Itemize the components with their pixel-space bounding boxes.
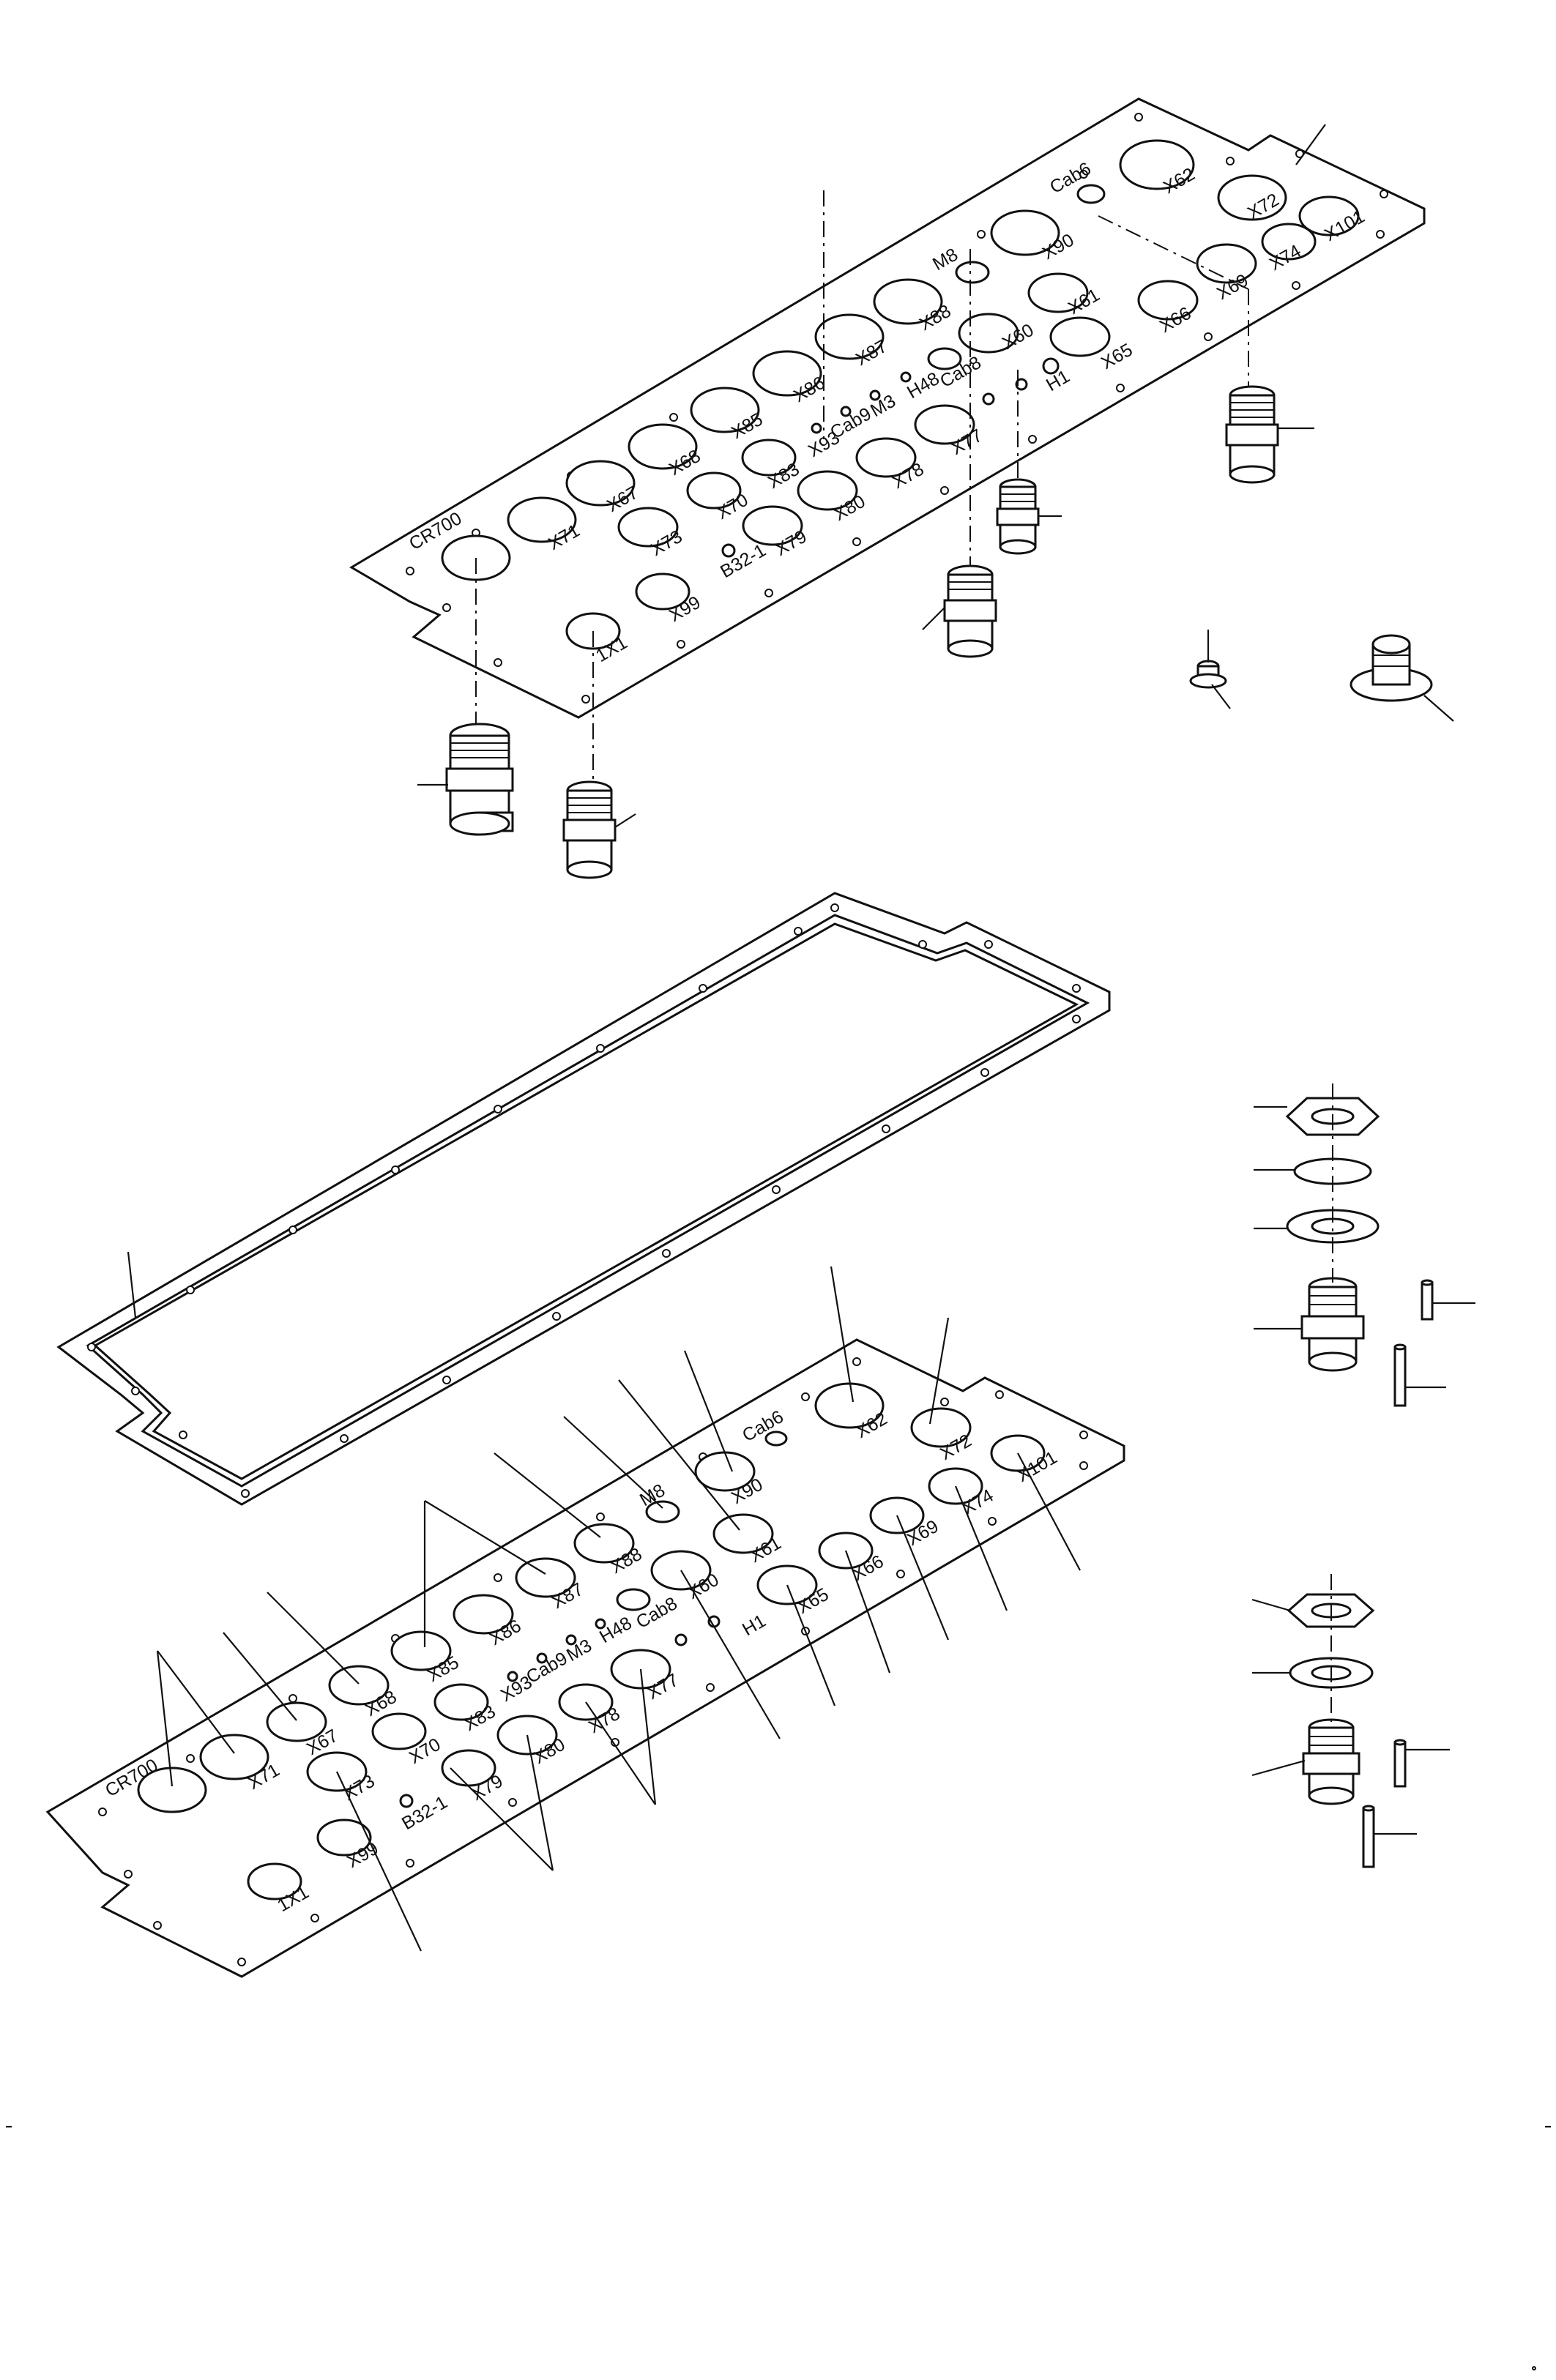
page-crop-marks <box>6 2125 1551 2370</box>
gland-fittings-top <box>445 385 1433 879</box>
pin-lower-assembly-2 <box>1362 1805 1375 1868</box>
gland-right <box>1225 385 1279 484</box>
bottom-plate-holes <box>137 1382 1046 1900</box>
leader-lines-bottom <box>156 1266 1081 1952</box>
gland-large-left <box>445 723 514 836</box>
alignment-lines-top <box>475 190 1249 783</box>
top-plate: CR700 X71 X67 X68 X85 X86 X87 X88 X90 Ca… <box>349 97 1426 719</box>
gland-body-lower <box>1302 1718 1360 1805</box>
gland-body-upper <box>1300 1277 1365 1372</box>
top-plate-outline <box>349 97 1426 719</box>
pin-lower-assembly-1 <box>1393 1739 1407 1788</box>
fitting-assembly-lower <box>1251 1574 1450 1868</box>
leader-lines-top <box>417 124 1454 828</box>
gasket-leader <box>127 1251 137 1318</box>
bottom-plate-outline <box>45 1338 1125 1978</box>
bottom-plate: CR700 X71 X67 X68 X85 X86 X87 X88 X90 Ca… <box>45 1338 1125 1978</box>
gland-small-center <box>996 478 1040 555</box>
blind-plug-small <box>1189 660 1227 689</box>
pin-lower <box>1393 1343 1407 1407</box>
blind-plug-large <box>1350 634 1433 702</box>
gland-small-left <box>562 780 617 879</box>
gland-center <box>943 564 997 658</box>
gasket <box>56 892 1111 1506</box>
top-plate-bolt-holes <box>406 113 1388 704</box>
top-plate-holes <box>441 139 1360 650</box>
pin-upper <box>1421 1279 1434 1321</box>
fitting-assembly-upper <box>1254 1083 1475 1407</box>
gasket-bolt-holes <box>87 903 1081 1498</box>
